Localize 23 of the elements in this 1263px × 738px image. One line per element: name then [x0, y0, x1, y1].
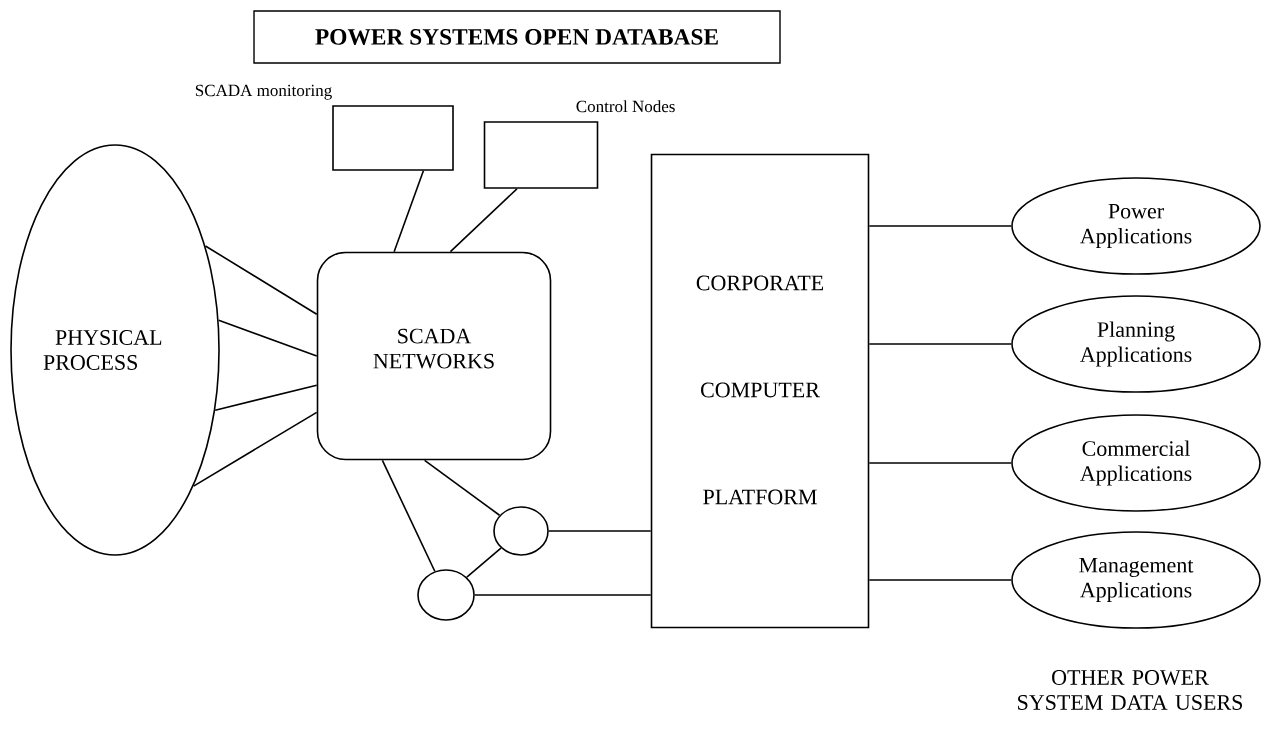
connector-line: [868, 579, 1012, 581]
small-circle: [417, 569, 475, 621]
connector-line: [214, 384, 318, 411]
title-box: POWER SYSTEMS OPEN DATABASE: [253, 10, 781, 64]
node-label: Control Nodes: [576, 100, 675, 113]
node-label: SCADA monitoring: [195, 84, 332, 100]
rounded-box: SCADA NETWORKS: [316, 251, 552, 461]
connector-line: [466, 547, 502, 578]
platform-box: CORPORATE COMPUTER PLATFORM: [650, 153, 870, 629]
connector-line: [868, 225, 1012, 227]
caption-text: OTHER POWER SYSTEM DATA USERS: [1018, 670, 1242, 710]
small-circle: [493, 506, 549, 556]
connector-line: [868, 462, 1012, 464]
connector-line: [449, 188, 518, 253]
connector-line: [548, 530, 652, 532]
connector-line: [217, 319, 318, 357]
connector-line: [474, 594, 652, 596]
connector-line: [204, 245, 318, 316]
connector-line: [868, 343, 1012, 345]
connector-line: [192, 411, 318, 487]
connector-line: [393, 170, 425, 253]
connector-line: [423, 459, 501, 517]
connector-line: [381, 459, 436, 573]
